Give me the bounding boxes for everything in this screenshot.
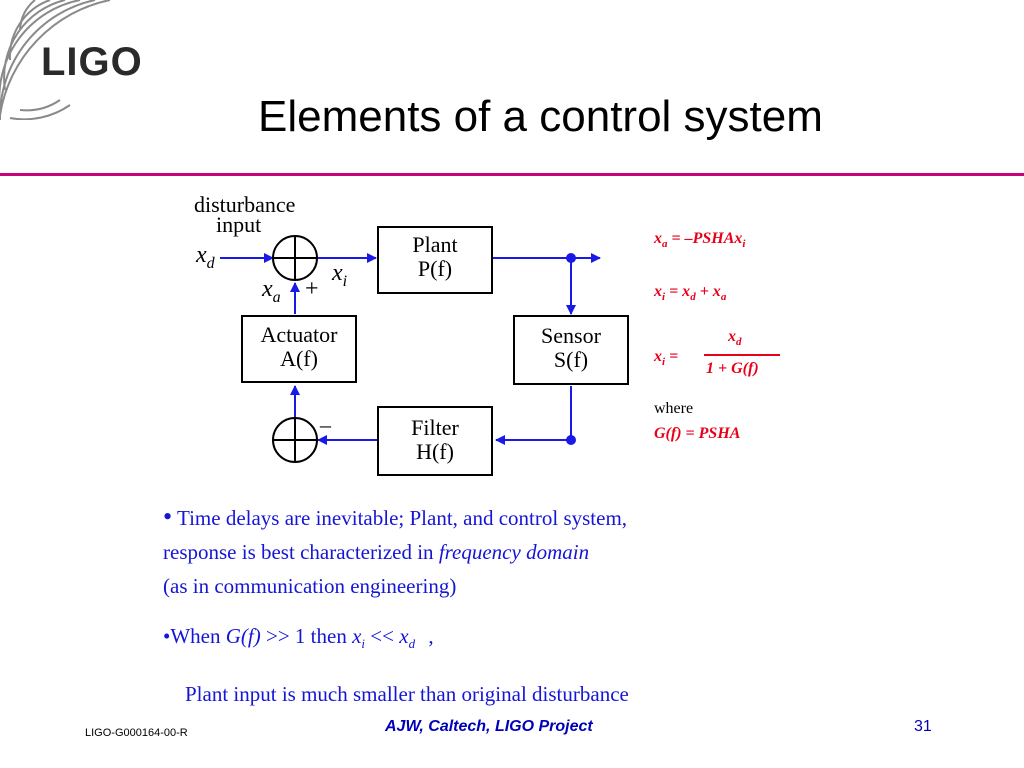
disturbance-label: disturbance input bbox=[194, 192, 296, 237]
bullet-2: •When G(f) >> 1 then xi << xd , bbox=[163, 624, 434, 652]
bullet-1-line-3: (as in communication engineering) bbox=[163, 574, 457, 598]
xd-label: xd bbox=[196, 242, 215, 272]
bullet-list: • Time delays are inevitable; Plant, and… bbox=[163, 500, 629, 711]
ligo-logo: LIGO bbox=[0, 0, 160, 121]
sensor-block bbox=[513, 315, 629, 385]
ligo-logo-arcs-icon bbox=[0, 0, 111, 121]
bullet-1-line-2: response is best characterized in freque… bbox=[163, 540, 590, 564]
equation-xi-numerator: xd bbox=[728, 328, 742, 349]
fraction-bar bbox=[704, 354, 780, 356]
equation-xa: xa = –PSHAxi bbox=[654, 230, 745, 250]
xa-label: xa bbox=[262, 276, 281, 306]
equation-xi-lhs: xi = bbox=[654, 348, 679, 369]
where-label: where bbox=[654, 400, 694, 417]
plus-sign: + bbox=[305, 276, 319, 302]
equation-g: G(f) = PSHA bbox=[654, 425, 741, 442]
diagram-lines bbox=[220, 226, 629, 476]
actuator-block bbox=[241, 315, 357, 383]
equation-xi-sum: xi = xd + xa bbox=[654, 283, 726, 303]
footer-doc-id: LIGO-G000164-00-R bbox=[85, 727, 188, 739]
equation-xi-denominator: 1 + G(f) bbox=[706, 360, 759, 377]
slide-number: 31 bbox=[914, 718, 932, 735]
slide-title: Elements of a control system bbox=[258, 92, 823, 141]
ligo-logo-text: LIGO bbox=[41, 40, 143, 84]
plant-block bbox=[377, 226, 493, 294]
junction-dot-top bbox=[566, 253, 576, 263]
junction-dot-bottom bbox=[566, 435, 576, 445]
equation-xa-text: xa = –PSHAxi bbox=[654, 230, 746, 251]
title-divider bbox=[0, 173, 1024, 176]
bullet-2-explanation: Plant input is much smaller than origina… bbox=[185, 682, 629, 707]
bullet-1-line-1: • Time delays are inevitable; Plant, and… bbox=[163, 502, 628, 531]
xi-label: xi bbox=[332, 260, 348, 290]
minus-sign: – bbox=[320, 412, 331, 437]
footer-author: AJW, Caltech, LIGO Project bbox=[385, 718, 593, 735]
filter-block bbox=[377, 406, 493, 476]
equation-xi-sum-text: xi = xd + xa bbox=[654, 283, 727, 304]
